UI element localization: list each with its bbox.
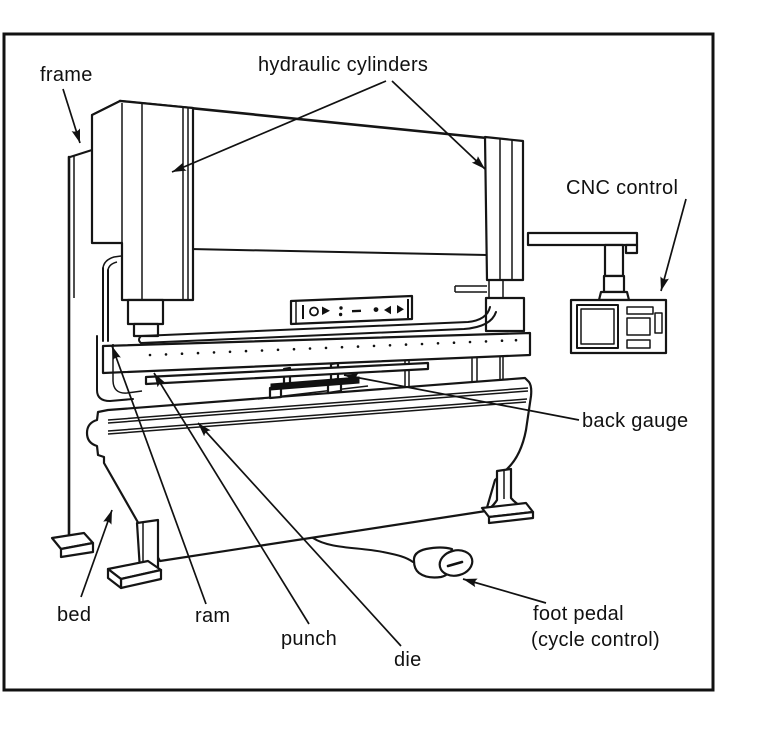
legs	[106, 467, 535, 590]
cnc-screen	[576, 304, 619, 349]
label-frame: frame	[40, 64, 93, 86]
hydraulic-cylinder-left	[90, 99, 195, 338]
foot-pedal	[312, 537, 474, 579]
leader-lines	[62, 80, 687, 647]
label-punch: punch	[281, 628, 337, 650]
leader-hydraulic-right	[391, 80, 486, 170]
label-cnc-control: CNC control	[566, 177, 678, 199]
pedal-cable	[312, 537, 414, 563]
frame-side-plate	[50, 149, 122, 559]
label-die: die	[394, 649, 422, 671]
punch-strip	[144, 361, 430, 386]
die-holder-strips	[107, 387, 529, 435]
leader-die	[197, 422, 402, 647]
pendant-arm	[526, 231, 639, 302]
hydraulic-cylinder-right	[454, 135, 526, 333]
leader-punch	[153, 372, 310, 625]
ram-side-bracket	[96, 335, 134, 402]
leader-foot-pedal	[462, 578, 547, 604]
right-piston	[484, 296, 526, 333]
part-labels: frame hydraulic cylinders CNC control ba…	[40, 54, 688, 671]
leader-bed	[80, 509, 113, 598]
press-brake-drawing	[50, 99, 668, 590]
leader-ram	[111, 345, 207, 605]
ram-bolt-holes	[148, 338, 518, 357]
ram-control-panel	[289, 294, 414, 326]
cnc-keypad	[626, 317, 651, 336]
label-hydraulic-cylinders: hydraulic cylinders	[258, 54, 428, 76]
leader-cnc-control	[660, 198, 687, 292]
leader-back-gauge	[343, 373, 580, 421]
leader-frame	[62, 88, 81, 144]
side-housing-edges	[404, 351, 504, 400]
panel-symbol-arrows	[384, 305, 391, 315]
label-back-gauge: back gauge	[582, 410, 688, 432]
panel-symbol-triangle	[322, 306, 330, 315]
ram-beam	[96, 294, 532, 402]
label-bed: bed	[57, 604, 91, 626]
back-gauge-bar	[270, 376, 360, 391]
label-ram: ram	[195, 605, 230, 627]
cnc-key-row	[626, 306, 654, 315]
left-piston	[126, 298, 165, 326]
cnc-control-unit	[569, 298, 668, 355]
panel-symbol-circle	[309, 306, 319, 317]
label-foot-pedal: foot pedal	[533, 603, 624, 625]
label-foot-pedal-sub: (cycle control)	[531, 629, 660, 651]
leader-hydraulic-left	[171, 80, 387, 173]
